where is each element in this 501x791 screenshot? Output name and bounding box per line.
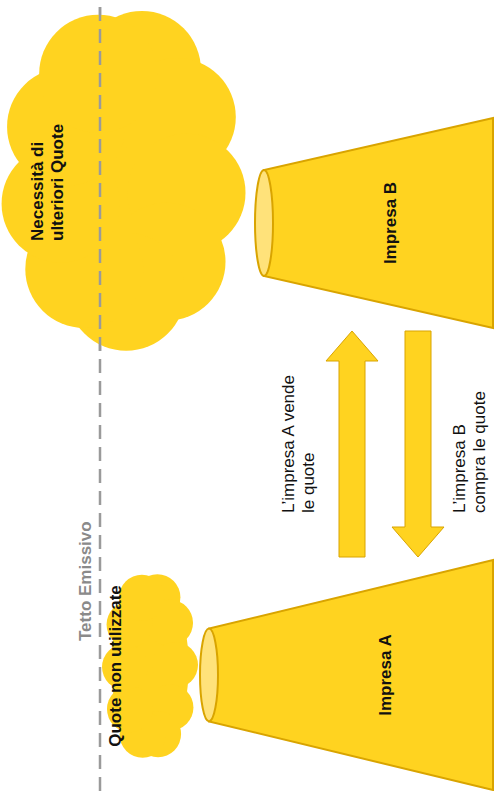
chimney-opening (255, 170, 273, 276)
cloud-shape (102, 574, 198, 758)
cloud-shape (2, 11, 246, 351)
cap-label-box: Tetto Emissivo (76, 521, 96, 641)
chimney-opening (200, 629, 218, 722)
cloud-bump (119, 575, 165, 621)
node-text: Impresa A (376, 634, 396, 716)
cap-label: Tetto Emissivo (76, 521, 96, 641)
chimney-body (264, 118, 493, 328)
node-outline (255, 117, 494, 329)
node-outline (200, 559, 494, 791)
emission-cap-line (99, 6, 102, 351)
arrow-label-box: L’impresa B compra le quote (450, 375, 491, 513)
node-text: Quote non utilizzate (106, 585, 126, 747)
chimney-body (209, 560, 493, 790)
quota-cloud: Quote non utilizzate (102, 571, 198, 761)
arrow-label: L’impresa A vende le quote (279, 375, 320, 513)
cloud-bump (39, 15, 157, 133)
cloud-bump (152, 642, 198, 688)
quota-cloud: Necessità di ulteriori Quote (0, 6, 246, 351)
company-chimney: Impresa A (200, 559, 494, 791)
transfer-arrow (392, 331, 444, 557)
transfer-arrow (326, 331, 378, 557)
node-text: Impresa B (381, 182, 401, 264)
arrow-label: L’impresa B compra le quote (450, 375, 491, 513)
emission-cap-line (99, 0, 102, 791)
company-chimney: Impresa B (255, 117, 494, 329)
node-text: Necessità di ulteriori Quote (28, 101, 69, 241)
arrow-label-box: L’impresa A vende le quote (279, 375, 320, 513)
